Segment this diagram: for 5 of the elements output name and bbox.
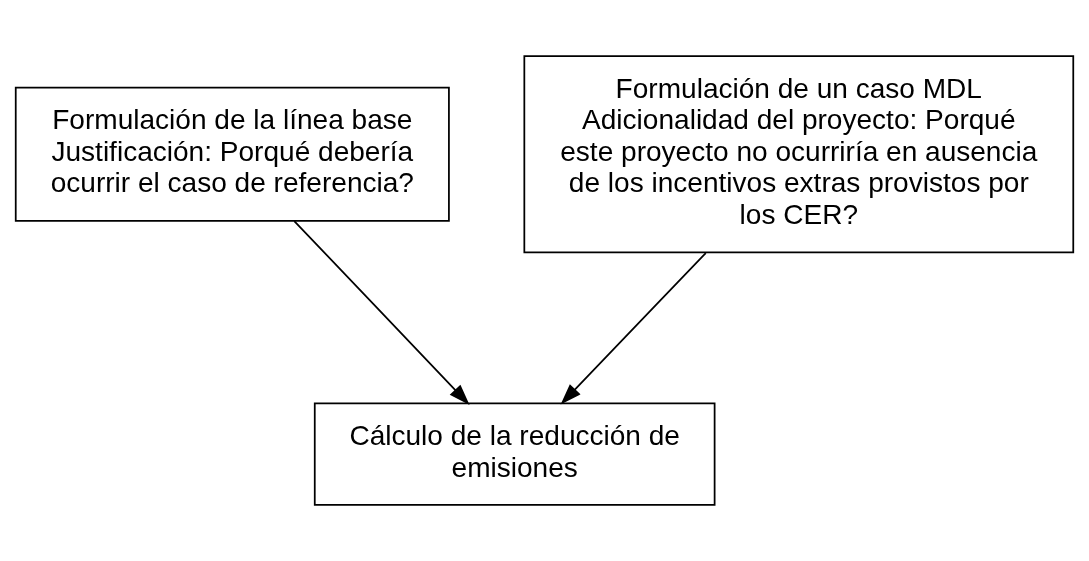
- arrow: [560, 252, 707, 405]
- node-box: Formulación de un caso MDL Adicionalidad del proyecto: Porqué este proyecto no ocurriría en ausencia de los incentivos extras provistos por los CER?: [523, 55, 1075, 254]
- node-box: Formulación de la línea base Justificación: Porqué debería ocurrir el caso de referencia?: [14, 86, 450, 222]
- node-box: Cálculo de la reducción de emisiones: [313, 402, 716, 506]
- arrow: [293, 220, 470, 406]
